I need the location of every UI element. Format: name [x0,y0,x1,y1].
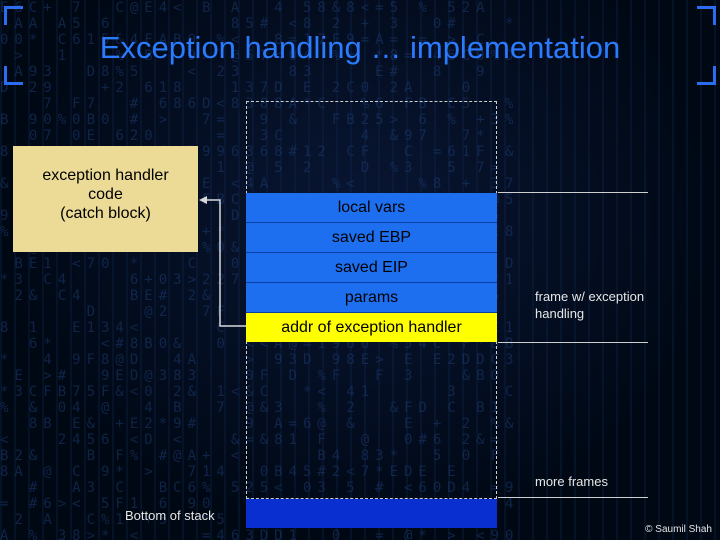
copyright-label: © Saumil Shah [645,524,712,535]
corner-bracket-top-right [697,6,716,25]
handler-pointer-line [201,199,246,327]
handler-line-2: code [88,186,123,203]
exception-handler-box: exception handler code (catch block) [13,146,198,252]
corner-bracket-top-right-lower [697,66,716,85]
stack-cell-params: params [246,283,497,313]
handler-pointer-arrowhead [199,196,207,204]
corner-bracket-top-left-lower [4,66,23,85]
handler-line-1: exception handler [42,167,169,184]
stack-cell-local-vars: local vars [246,193,497,223]
stack-cell-saved-eip: saved EIP [246,253,497,283]
corner-bracket-top-left [4,6,23,25]
frame-boundary-top [498,192,648,193]
slide-title: Exception handling … implementation [99,30,621,65]
handler-line-3: (catch block) [60,205,151,222]
frame-label: frame w/ exception handling [535,288,670,322]
frame-label-line-1: frame w/ exception [535,289,645,304]
stack-cell-handler-address: addr of exception handler [246,313,497,342]
more-frames-boundary [498,497,648,498]
frame-label-line-2: handling [535,306,585,321]
bottom-of-stack-label: Bottom of stack [125,508,215,523]
more-frames-label: more frames [535,474,608,489]
frame-boundary-bottom [498,342,648,343]
stack-cell-saved-ebp: saved EBP [246,223,497,253]
stack-bottom-block [246,499,497,528]
